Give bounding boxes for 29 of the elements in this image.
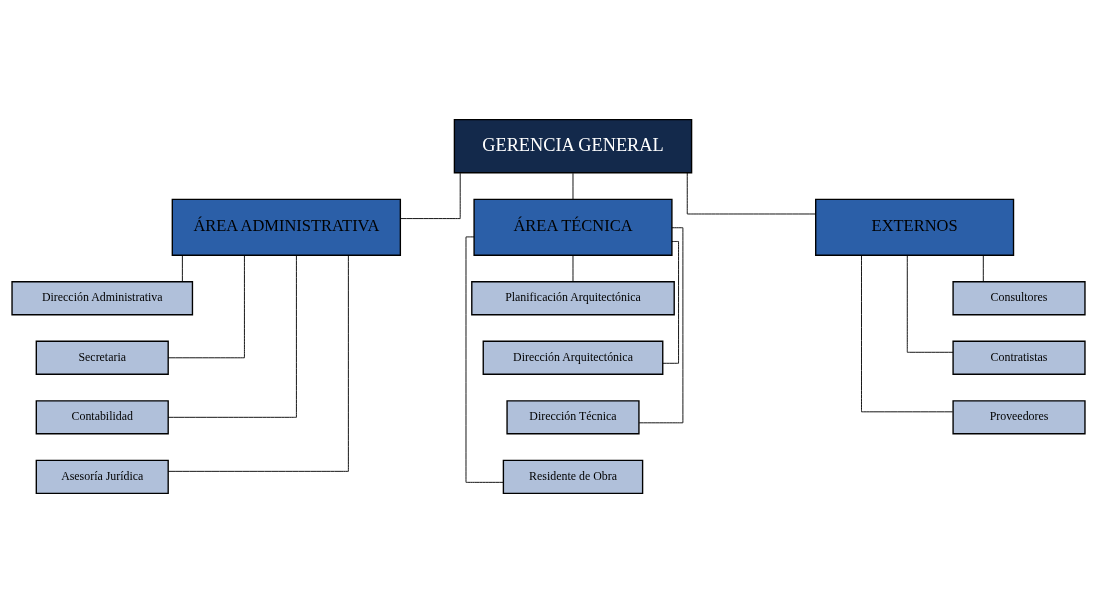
connector: [465, 236, 504, 483]
node-box: Dirección Administrativa: [11, 281, 194, 316]
node-box: Contabilidad: [35, 400, 169, 435]
node-box: GERENCIA GENERAL: [453, 118, 693, 174]
node-box: Consultores: [952, 281, 1086, 316]
node-box: Contratistas: [952, 340, 1086, 375]
node-box: Asesoría Jurídica: [35, 459, 169, 495]
connector: [399, 172, 461, 220]
connector: [638, 227, 684, 424]
connector: [662, 241, 679, 364]
node-box: ÁREA ADMINISTRATIVA: [171, 198, 402, 256]
node-box: Dirección Arquitectónica: [482, 340, 664, 375]
node-box: Planificación Arquitectónica: [471, 281, 675, 316]
node-box: Proveedores: [952, 400, 1086, 435]
connector: [167, 254, 297, 418]
node-box: Dirección Técnica: [506, 400, 640, 435]
node-box: ÁREA TÉCNICA: [473, 198, 673, 256]
node-box: Residente de Obra: [502, 459, 644, 495]
connector: [181, 254, 183, 282]
connector: [982, 254, 984, 282]
connector: [861, 254, 954, 413]
connector: [906, 254, 954, 353]
connector: [167, 254, 349, 472]
node-box: Secretaria: [35, 340, 169, 375]
connector: [572, 254, 574, 282]
connector: [686, 172, 816, 215]
connector: [167, 254, 245, 359]
node-box: EXTERNOS: [815, 198, 1015, 256]
connector: [572, 172, 574, 200]
